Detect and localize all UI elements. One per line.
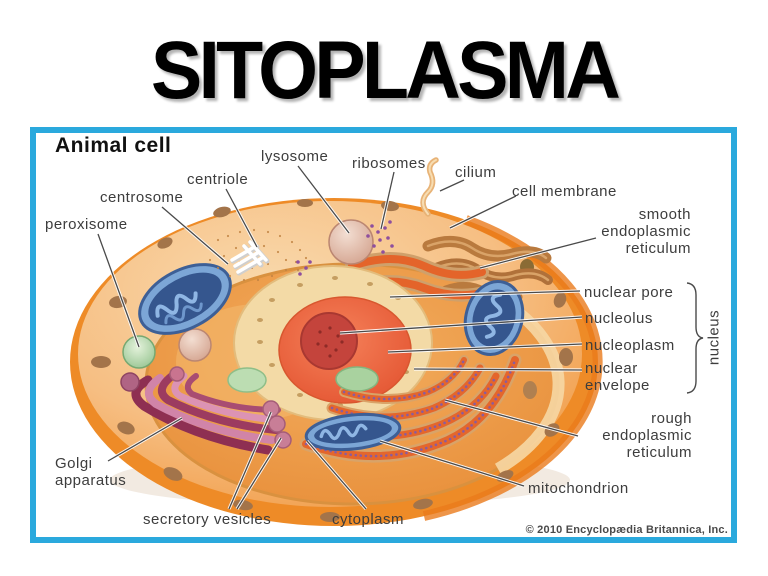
label-cilium: cilium bbox=[455, 164, 497, 181]
label-nuclear-envelope: nuclear envelope bbox=[585, 360, 650, 394]
label-nuclear-pore: nuclear pore bbox=[584, 284, 674, 301]
label-smooth-er: smooth endoplasmic reticulum bbox=[601, 206, 691, 257]
label-golgi-apparatus: Golgi apparatus bbox=[55, 455, 127, 489]
label-mitochondrion: mitochondrion bbox=[528, 480, 629, 497]
copyright: © 2010 Encyclopædia Britannica, Inc. bbox=[525, 524, 728, 536]
label-nucleolus: nucleolus bbox=[585, 310, 653, 327]
slide-title: SITOPLASMA bbox=[150, 25, 621, 116]
diagram-heading: Animal cell bbox=[55, 134, 172, 157]
label-centrosome: centrosome bbox=[100, 189, 184, 206]
label-peroxisome: peroxisome bbox=[45, 216, 128, 233]
label-secretory-vesicles: secretory vesicles bbox=[143, 511, 272, 528]
label-lysosome: lysosome bbox=[261, 148, 329, 165]
label-ribosomes: ribosomes bbox=[352, 155, 426, 172]
label-cell-membrane: cell membrane bbox=[512, 183, 617, 200]
label-cytoplasm: cytoplasm bbox=[332, 511, 405, 528]
label-rough-er: rough endoplasmic reticulum bbox=[602, 410, 692, 461]
label-nucleus: nucleus bbox=[705, 309, 723, 366]
label-nucleoplasm: nucleoplasm bbox=[585, 337, 675, 354]
label-centriole: centriole bbox=[187, 171, 249, 188]
